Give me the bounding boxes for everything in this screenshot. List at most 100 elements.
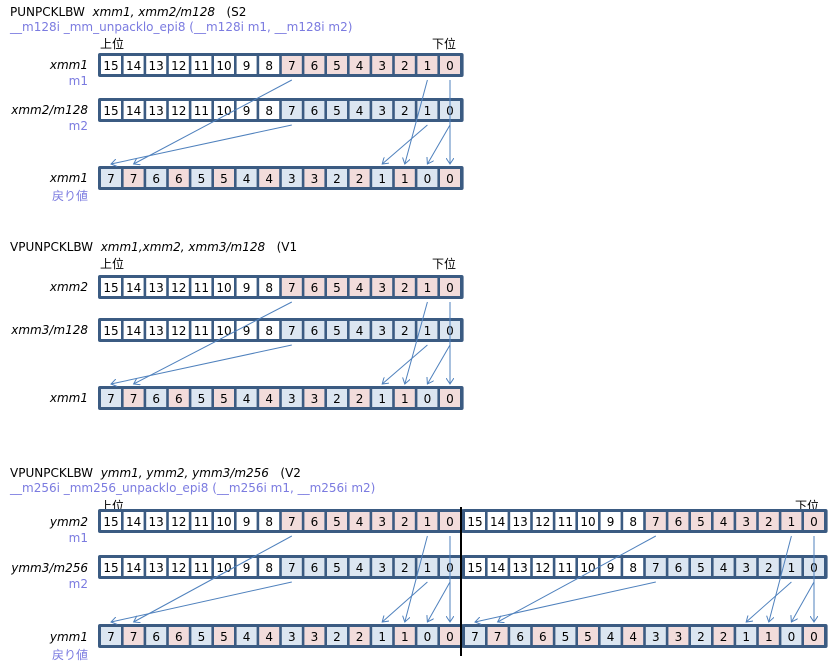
src2-register-byte-label: 9 (243, 324, 251, 338)
dst-register-byte-label: 6 (539, 630, 547, 644)
src2-register-byte-cell (327, 321, 347, 339)
return-label: 戻り値 (51, 648, 88, 662)
src1-register-byte-cell (327, 512, 347, 530)
src2-register-byte-cell (146, 101, 167, 119)
src1-register-byte-cell (101, 278, 121, 296)
dst-register-byte-label: 2 (356, 392, 364, 406)
src1-register-byte-label: 4 (356, 515, 364, 529)
src2-register-byte-cell (510, 558, 531, 576)
src2-label: ymm3/m256 (11, 561, 88, 575)
src2-register-byte-cell (146, 321, 167, 339)
dst-register-byte-label: 5 (198, 172, 206, 186)
dst-register-byte-cell (349, 169, 370, 187)
dst-register-byte-cell (555, 627, 576, 645)
src2-register-byte-cell (214, 101, 234, 119)
dst-register-byte-label: 6 (152, 172, 160, 186)
mnemonic: VPUNPCKLBW (10, 240, 94, 254)
dst-register-byte-label: 5 (198, 392, 206, 406)
src1-register-byte-label: 2 (401, 281, 409, 295)
src1-register-byte-cell (417, 56, 438, 74)
src2-register-byte-label: 1 (788, 561, 796, 575)
src1-register-byte-label: 13 (149, 281, 164, 295)
src2-register-byte-label: 9 (607, 561, 615, 575)
dst-register-frame (462, 624, 828, 648)
src1-register-byte-cell (713, 512, 734, 530)
src2-register-byte-label: 11 (194, 324, 209, 338)
dst-register-byte-cell (191, 389, 212, 407)
src1-register-byte-label: 9 (243, 59, 251, 73)
src2-register-byte-label: 6 (311, 104, 319, 118)
byte-move-arrow (427, 124, 451, 164)
dst-register-byte-cell (281, 389, 302, 407)
src2-register-byte-label: 8 (265, 324, 273, 338)
src2-register-byte-label: 10 (216, 561, 231, 575)
src1-register-byte-cell (600, 512, 621, 530)
src1-register-byte-label: 6 (311, 59, 319, 73)
src1-register-byte-cell (168, 56, 189, 74)
dst-register-byte-label: 7 (107, 172, 115, 186)
src1-register-byte-label: 12 (535, 515, 550, 529)
byte-move-arrow (498, 535, 657, 622)
src1-register-byte-label: 11 (558, 515, 573, 529)
src1-register-byte-label: 1 (424, 281, 432, 295)
src2-register-byte-cell (259, 321, 280, 339)
extension: (V1 (276, 240, 298, 254)
src2-register-byte-cell (327, 558, 347, 576)
dst-register-byte-cell (101, 627, 121, 645)
src1-register-byte-cell (281, 56, 302, 74)
byte-move-arrow (382, 581, 428, 622)
src2-register-byte-label: 10 (580, 561, 595, 575)
dst-register-byte-cell (281, 627, 302, 645)
dst-register-byte-label: 7 (471, 630, 479, 644)
operands: xmm1, xmm2/m128 (92, 5, 215, 19)
src1-register-byte-label: 13 (149, 515, 164, 529)
dst-register-byte-label: 0 (424, 172, 432, 186)
src2-register-byte-cell (372, 558, 393, 576)
extension: (S2 (226, 5, 247, 19)
src1-register-byte-label: 5 (697, 515, 705, 529)
dst-register-byte-cell (465, 627, 485, 645)
src2-register-byte-cell (349, 558, 370, 576)
src1-register-byte-label: 3 (742, 515, 750, 529)
src2-register-byte-cell (349, 101, 370, 119)
src2-register-byte-cell (600, 558, 621, 576)
dst-register-byte-cell (510, 627, 531, 645)
src2-register-byte-cell (417, 321, 438, 339)
dst-register-byte-label: 5 (198, 630, 206, 644)
src1-register-byte-cell (327, 56, 347, 74)
src2-register-byte-label: 14 (126, 104, 141, 118)
dst-register-byte-label: 1 (378, 172, 386, 186)
src1-register-byte-label: 5 (333, 281, 341, 295)
src2-register-byte-label: 7 (288, 561, 296, 575)
dst-register-byte-cell (214, 389, 234, 407)
src2-register-byte-label: 11 (194, 104, 209, 118)
src2-register-byte-label: 2 (401, 324, 409, 338)
byte-move-arrow (111, 581, 292, 622)
src1-register-byte-cell (440, 56, 460, 74)
src1-register-byte-cell (191, 56, 212, 74)
dst-register-byte-label: 0 (446, 630, 454, 644)
dst-register-byte-cell (259, 389, 280, 407)
src2-register-byte-cell (781, 558, 802, 576)
byte-move-arrow (746, 581, 792, 622)
byte-move-arrow (134, 79, 293, 164)
src1-register-byte-label: 1 (788, 515, 796, 529)
src2-register-byte-cell (168, 101, 189, 119)
dst-register-byte-label: 5 (562, 630, 570, 644)
src2-register-byte-label: 12 (171, 104, 186, 118)
src2-register-byte-cell (281, 558, 302, 576)
src2-register-byte-cell (123, 321, 144, 339)
byte-move-arrow (134, 301, 293, 384)
dst-register-byte-label: 6 (516, 630, 524, 644)
byte-move-arrow (405, 301, 428, 384)
dst-register-byte-cell (804, 627, 824, 645)
dst-register-byte-cell (236, 389, 257, 407)
dst-register-byte-label: 0 (810, 630, 818, 644)
src2-register-byte-cell (465, 558, 485, 576)
src2-register-byte-cell (281, 101, 302, 119)
byte-move-arrow (405, 79, 428, 164)
src1-register-byte-label: 3 (378, 59, 386, 73)
src2-register-byte-cell (417, 101, 438, 119)
src2-register-byte-cell (101, 321, 121, 339)
src2-register-byte-cell (394, 101, 415, 119)
